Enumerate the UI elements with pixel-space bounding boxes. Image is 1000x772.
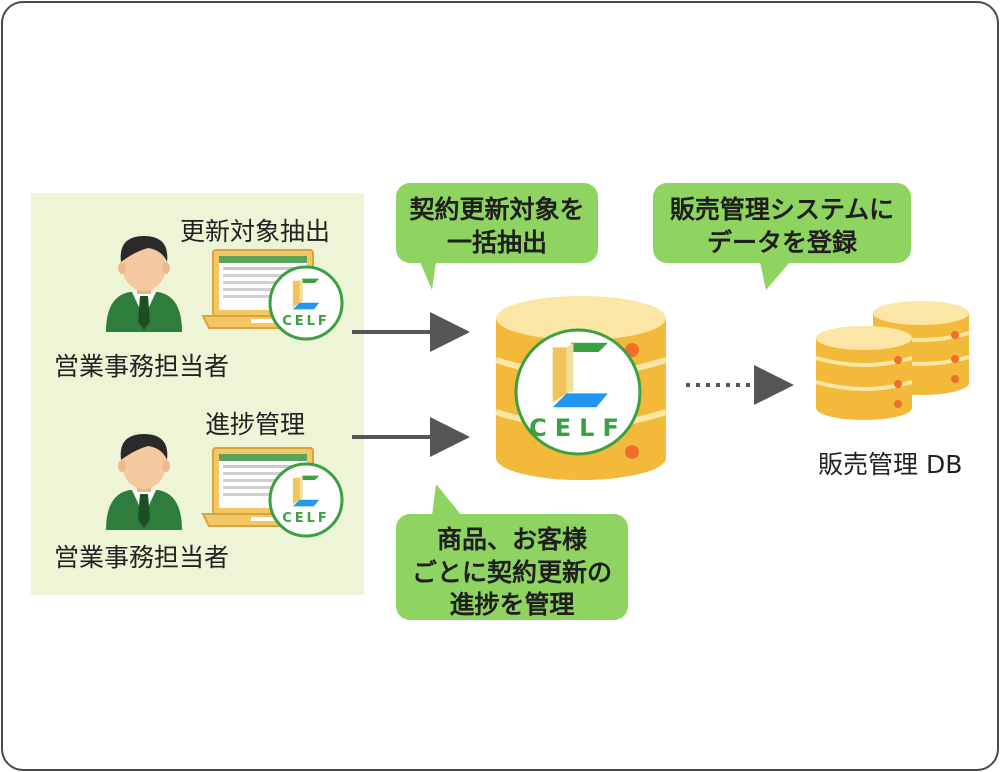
role-label-1: 営業事務担当者 [54, 352, 230, 381]
task-label-progress: 進捗管理 [205, 410, 306, 439]
bubble-register [653, 183, 911, 290]
celf-badge-1 [268, 265, 344, 341]
bubble-register-line-2: データを登録 [706, 227, 857, 257]
bubble-progress [396, 484, 628, 620]
celf-badge-2 [268, 462, 344, 538]
sales-db-label: 販売管理 DB [818, 450, 963, 479]
bubble-progress-line-1: 商品、お客様 [436, 525, 587, 554]
sales-database [814, 299, 971, 422]
bubble-register-line-1: 販売管理システムに [669, 195, 895, 224]
bubble-extract-line-2: 一括抽出 [446, 227, 547, 257]
bubble-progress-text: 商品、お客様 ごとに契約更新の 進捗を管理 [396, 524, 628, 622]
central-db-logo-text: CELF [529, 414, 627, 442]
user-avatar-2 [106, 434, 182, 530]
celf-logo-text-2: CELF [282, 511, 330, 526]
task-label-extract: 更新対象抽出 [180, 217, 331, 246]
celf-database [495, 296, 667, 480]
bubble-progress-line-3: 進捗を管理 [449, 590, 575, 619]
bubble-register-text: 販売管理システムに データを登録 [653, 194, 911, 259]
role-label-2: 営業事務担当者 [54, 543, 230, 572]
user-avatar-1 [106, 236, 182, 332]
bubble-extract-text: 契約更新対象を 一括抽出 [396, 194, 598, 259]
celf-logo-text-1: CELF [282, 314, 330, 329]
bubble-progress-line-2: ごとに契約更新の [411, 557, 612, 587]
bubble-extract [396, 183, 598, 290]
bubble-extract-line-1: 契約更新対象を [409, 195, 585, 224]
